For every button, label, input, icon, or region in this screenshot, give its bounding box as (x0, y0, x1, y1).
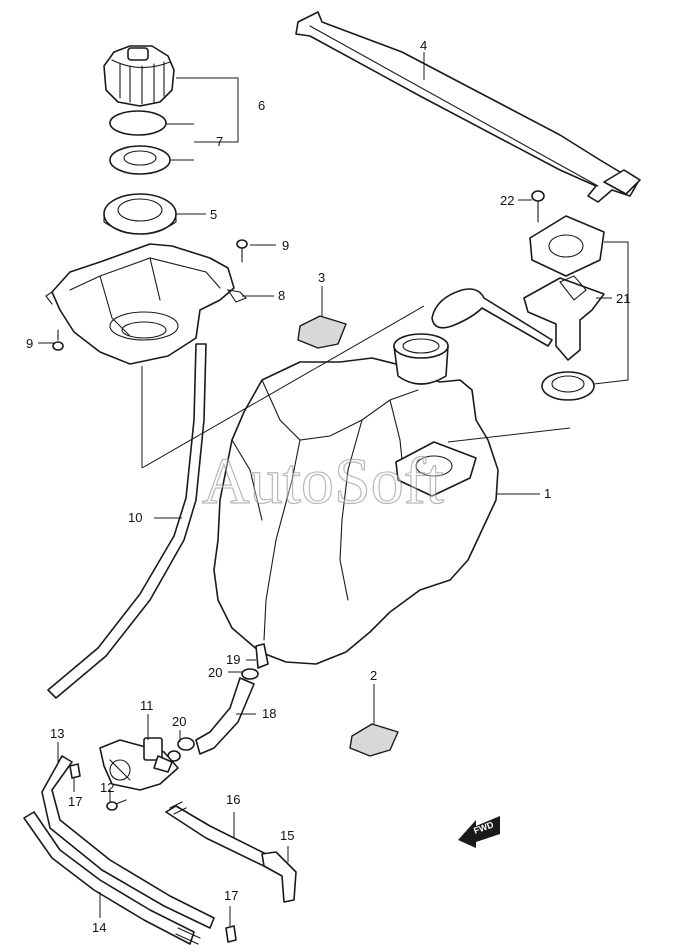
callout-2: 2 (370, 668, 377, 683)
part-overflow-hose-14 (23, 811, 195, 945)
leader-lines (38, 52, 629, 926)
part-cushion-pad-lower (349, 723, 399, 757)
part-hose-15 (261, 851, 297, 903)
callout-numbers: 1 2 3 4 5 6 7 8 9 9 10 11 12 13 14 15 16… (26, 38, 630, 935)
part-hose-16 (165, 805, 271, 869)
part-screw-lower (52, 329, 64, 351)
callout-5: 5 (210, 207, 217, 222)
part-filler-tray (45, 243, 247, 365)
part-filler-seal (103, 193, 177, 235)
part-breather-hose (47, 343, 207, 699)
callout-17-lower: 17 (224, 888, 238, 903)
callout-7: 7 (216, 134, 223, 149)
callout-9-upper: 9 (282, 238, 289, 253)
part-tank-strap (295, 11, 641, 203)
callout-16: 16 (226, 792, 240, 807)
part-cushion-pad-upper (297, 315, 347, 349)
callout-20-upper: 20 (208, 665, 222, 680)
part-screw-12 (106, 799, 127, 811)
part-fuel-hose-18 (195, 677, 255, 755)
callout-18: 18 (262, 706, 276, 721)
callout-21: 21 (616, 291, 630, 306)
part-fuel-valve (99, 737, 179, 791)
callout-1: 1 (544, 486, 551, 501)
callout-12: 12 (100, 780, 114, 795)
fwd-direction-arrow: FWD (458, 816, 500, 848)
callout-10: 10 (128, 510, 142, 525)
part-hose-clamp (167, 737, 195, 762)
part-clip-lower (225, 925, 237, 943)
part-hose-end-spring (175, 927, 201, 945)
part-fuel-level-gauge (431, 215, 605, 401)
part-bolt-22 (531, 190, 545, 223)
callout-17-upper: 17 (68, 794, 82, 809)
callout-4: 4 (420, 38, 427, 53)
callout-11: 11 (140, 698, 154, 713)
callout-6: 6 (258, 98, 265, 113)
part-clip-upper (69, 763, 81, 779)
callout-14: 14 (92, 920, 106, 935)
part-hose-spring-16 (169, 801, 187, 815)
callout-9-lower: 9 (26, 336, 33, 351)
part-fuel-cap (103, 45, 175, 107)
watermark: AutoSoft (202, 445, 444, 518)
callout-15: 15 (280, 828, 294, 843)
callout-3: 3 (318, 270, 325, 285)
part-hose-fitting (241, 643, 269, 680)
callout-13: 13 (50, 726, 64, 741)
callout-22: 22 (500, 193, 514, 208)
callout-20-lower: 20 (172, 714, 186, 729)
part-drain-hose-13 (41, 755, 215, 929)
callout-19: 19 (226, 652, 240, 667)
part-fuel-tank (213, 333, 499, 665)
part-cap-gaskets (109, 110, 171, 175)
callout-8: 8 (278, 288, 285, 303)
part-screw-upper (236, 239, 248, 263)
